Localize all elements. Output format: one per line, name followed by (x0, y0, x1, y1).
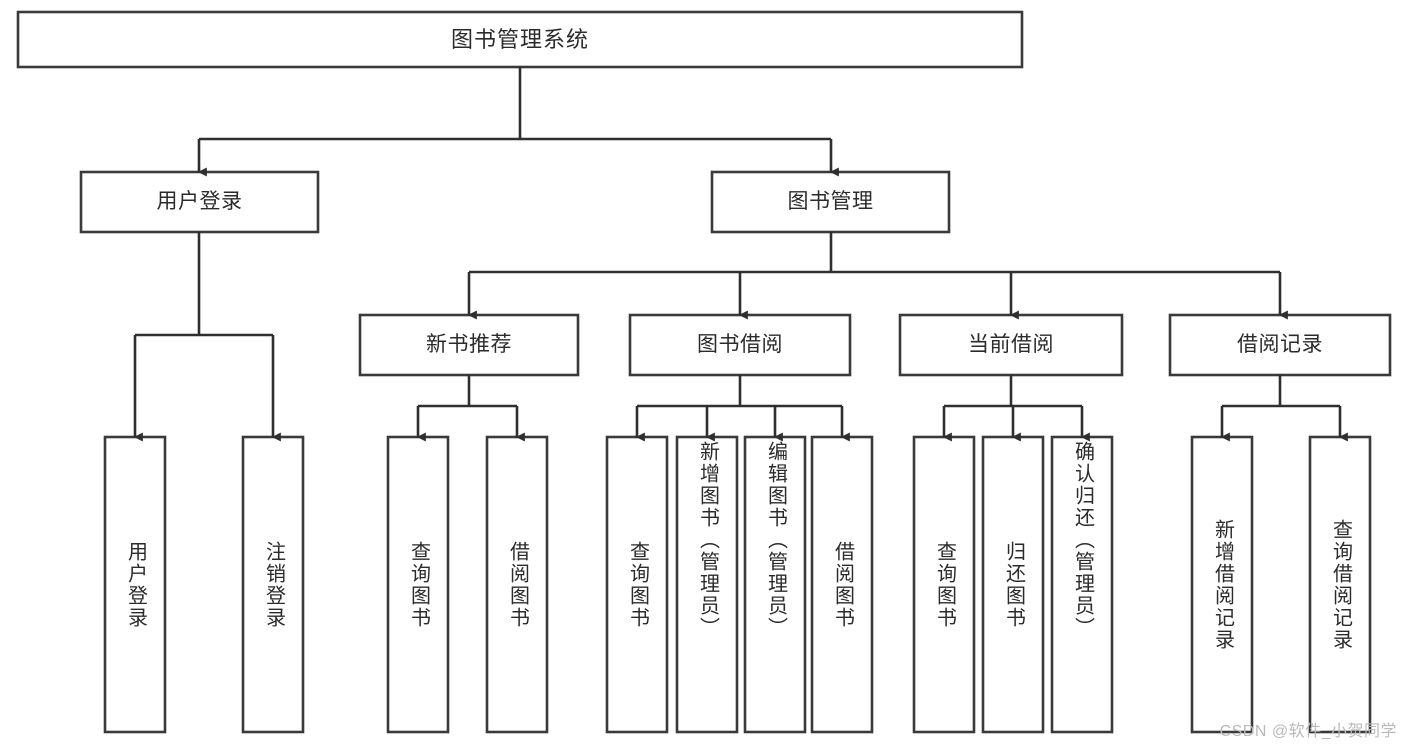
node-box-leaf-add-record[interactable] (1190, 435, 1254, 734)
node-box-current-borrow[interactable] (898, 313, 1124, 377)
node-box-leaf-borrow-book-2[interactable] (810, 435, 874, 734)
node-box-leaf-return-book[interactable] (981, 435, 1045, 734)
node-box-root[interactable] (16, 10, 1024, 69)
node-box-book-borrow[interactable] (628, 313, 852, 377)
node-box-borrow-record[interactable] (1168, 313, 1392, 377)
node-box-book-manage[interactable] (710, 170, 951, 234)
node-box-user-login[interactable] (79, 170, 320, 234)
node-box-leaf-confirm-return[interactable] (1050, 435, 1114, 734)
node-box-leaf-user-logout[interactable] (241, 435, 305, 734)
csdn-watermark: CSDN @软件_小贺同学 (1219, 723, 1397, 740)
node-box-leaf-query-book-3[interactable] (912, 435, 976, 734)
node-box-leaf-query-book-2[interactable] (605, 435, 669, 734)
node-box-leaf-edit-book[interactable] (743, 435, 807, 734)
node-box-leaf-borrow-book-1[interactable] (485, 435, 549, 734)
node-box-leaf-user-login[interactable] (103, 435, 167, 734)
node-box-leaf-add-book[interactable] (675, 435, 739, 734)
node-box-leaf-query-book-1[interactable] (386, 435, 450, 734)
node-box-new-book-recommend[interactable] (358, 313, 580, 377)
node-box-leaf-query-record[interactable] (1308, 435, 1372, 734)
